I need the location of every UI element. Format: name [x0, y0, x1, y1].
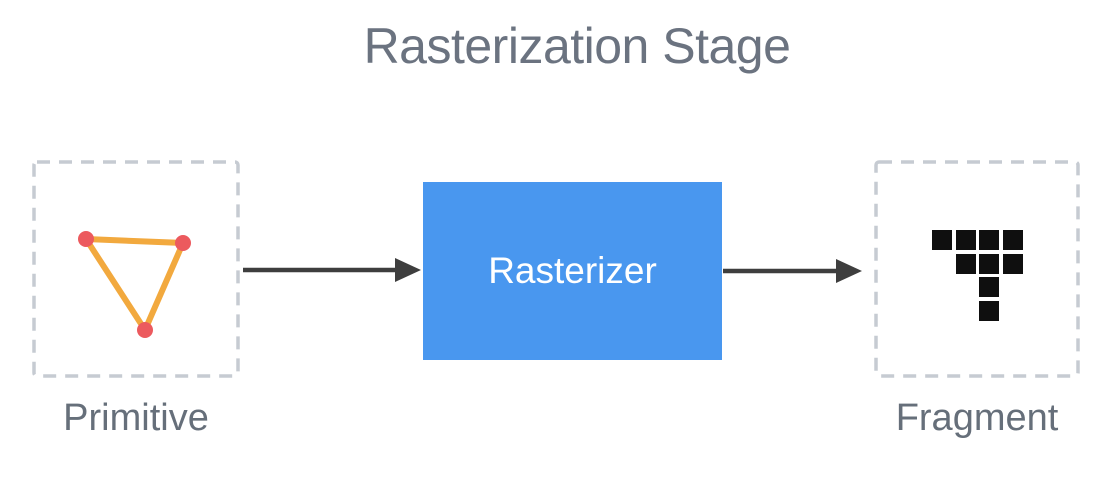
pixel-off [956, 277, 976, 297]
pixel-on [979, 230, 999, 250]
pixel-off [1003, 301, 1023, 321]
pixel-on [1002, 253, 1023, 274]
arrow-rasterizer-to-fragment-icon [723, 259, 862, 283]
rasterizer-label: Rasterizer [488, 250, 657, 291]
pixel-off [932, 254, 952, 274]
pixel-on [955, 230, 976, 250]
rasterizer-box: Rasterizer [423, 182, 722, 360]
primitive-label: Primitive [63, 397, 209, 439]
pixel-off [956, 301, 976, 321]
pixel-off [932, 277, 952, 297]
pixel-off [1003, 277, 1023, 297]
triangle-primitive-icon [78, 231, 191, 338]
fragment-pixels-icon [932, 230, 1023, 321]
dashed-frame [32, 160, 240, 378]
pixel-on [932, 230, 952, 250]
pixel-on [979, 300, 999, 321]
pixel-on [979, 253, 999, 274]
pixel-off [932, 301, 952, 321]
pixel-on [955, 253, 976, 274]
arrow-primitive-to-rasterizer-icon [243, 258, 421, 282]
page-title: Rasterization Stage [363, 18, 791, 74]
fragment-label: Fragment [895, 397, 1059, 439]
pixel-on [979, 277, 999, 297]
primitive-node [32, 160, 240, 378]
dashed-frame [874, 160, 1080, 378]
pixel-on [1002, 230, 1023, 250]
fragment-node [874, 160, 1080, 378]
